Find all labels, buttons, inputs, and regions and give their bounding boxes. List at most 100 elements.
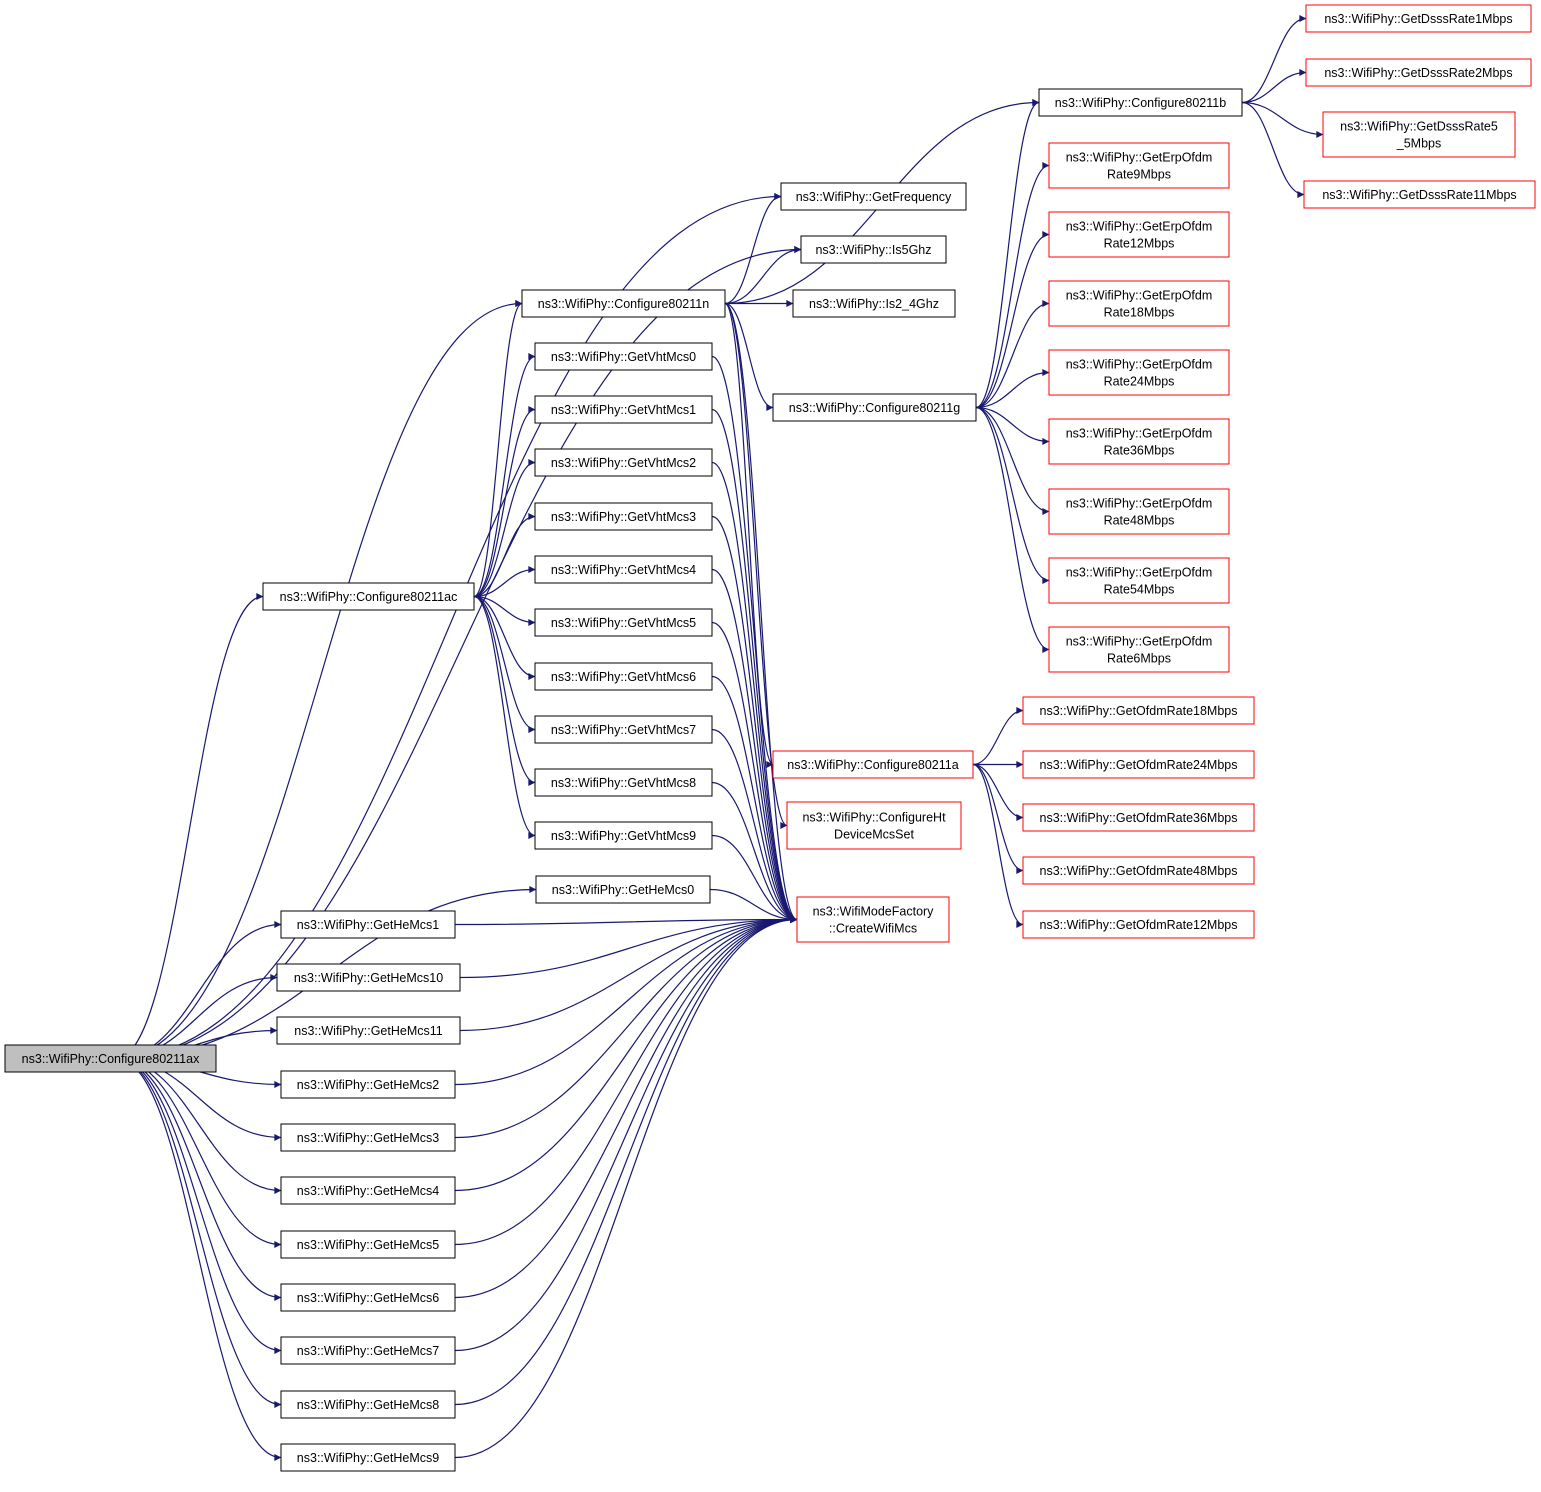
node-c11ac[interactable]: ns3::WifiPhy::Configure80211ac <box>262 582 475 611</box>
node-box <box>534 502 713 531</box>
node-c11g[interactable]: ns3::WifiPhy::Configure80211g <box>772 393 977 422</box>
node-label: ns3::WifiPhy::GetVhtMcs9 <box>551 829 696 843</box>
node-c11a[interactable]: ns3::WifiPhy::Configure80211a <box>772 750 974 779</box>
node-ofdm48[interactable]: ns3::WifiPhy::GetOfdmRate48Mbps <box>1022 856 1255 885</box>
node-label: ns3::WifiPhy::GetErpOfdm <box>1066 358 1213 372</box>
edge-c11g-to-erp48 <box>975 406 1050 515</box>
node-is24[interactable]: ns3::WifiPhy::Is2_4Ghz <box>792 289 956 318</box>
edge-he1-to-cwm <box>454 916 798 926</box>
node-label: ns3::WifiPhy::GetOfdmRate12Mbps <box>1040 918 1238 932</box>
node-label: ns3::WifiPhy::GetErpOfdm <box>1066 220 1213 234</box>
node-dsss1[interactable]: ns3::WifiPhy::GetDsssRate1Mbps <box>1305 4 1532 33</box>
node-he5[interactable]: ns3::WifiPhy::GetHeMcs5 <box>280 1230 456 1259</box>
node-he9[interactable]: ns3::WifiPhy::GetHeMcs9 <box>280 1443 456 1472</box>
node-box <box>280 1123 456 1152</box>
edge-c11a-to-ofdm12 <box>972 763 1024 928</box>
node-label: ns3::WifiPhy::GetHeMcs0 <box>552 883 694 897</box>
edge-he7-to-cwm <box>454 916 798 1352</box>
node-dsss55[interactable]: ns3::WifiPhy::GetDsssRate5_5Mbps <box>1322 111 1516 158</box>
node-box <box>1022 910 1255 939</box>
node-box <box>280 1230 456 1259</box>
edge-c11b-to-dsss55 <box>1241 101 1324 138</box>
node-dsss11[interactable]: ns3::WifiPhy::GetDsssRate11Mbps <box>1303 180 1536 209</box>
node-c11n[interactable]: ns3::WifiPhy::Configure80211n <box>521 289 726 318</box>
node-he2[interactable]: ns3::WifiPhy::GetHeMcs2 <box>280 1070 456 1099</box>
node-he8[interactable]: ns3::WifiPhy::GetHeMcs8 <box>280 1390 456 1419</box>
node-vht3[interactable]: ns3::WifiPhy::GetVhtMcs3 <box>534 502 713 531</box>
node-vht9[interactable]: ns3::WifiPhy::GetVhtMcs9 <box>534 821 713 850</box>
node-label: ::CreateWifiMcs <box>829 922 917 936</box>
node-he1[interactable]: ns3::WifiPhy::GetHeMcs1 <box>280 910 456 939</box>
node-vht1[interactable]: ns3::WifiPhy::GetVhtMcs1 <box>534 395 713 424</box>
node-he11[interactable]: ns3::WifiPhy::GetHeMcs11 <box>276 1016 461 1045</box>
node-label: ns3::WifiPhy::Configure80211g <box>789 401 960 415</box>
node-vht2[interactable]: ns3::WifiPhy::GetVhtMcs2 <box>534 448 713 477</box>
edge-c11n-to-c11g <box>724 302 774 411</box>
node-vht0[interactable]: ns3::WifiPhy::GetVhtMcs0 <box>534 342 713 371</box>
node-label: ns3::WifiPhy::GetVhtMcs8 <box>551 776 696 790</box>
node-label: ns3::WifiPhy::GetDsssRate2Mbps <box>1324 66 1512 80</box>
node-he10[interactable]: ns3::WifiPhy::GetHeMcs10 <box>276 963 461 992</box>
node-cwm[interactable]: ns3::WifiModeFactory::CreateWifiMcs <box>796 896 950 943</box>
node-label: ns3::WifiPhy::Configure80211ax <box>22 1052 200 1066</box>
edge-he9-to-cwm <box>454 916 798 1459</box>
node-he4[interactable]: ns3::WifiPhy::GetHeMcs4 <box>280 1176 456 1205</box>
edge-root-to-he1 <box>116 921 282 1060</box>
node-box <box>535 875 711 904</box>
node-label: ns3::WifiPhy::GetDsssRate11Mbps <box>1322 188 1516 202</box>
edge-c11ac-to-vht5 <box>473 595 536 626</box>
node-label: ns3::WifiPhy::GetErpOfdm <box>1066 566 1213 580</box>
node-label: ns3::WifiPhy::GetVhtMcs2 <box>551 456 696 470</box>
node-box <box>4 1044 217 1073</box>
node-label: ns3::WifiPhy::Is5Ghz <box>815 243 931 257</box>
node-label: ns3::WifiPhy::GetVhtMcs1 <box>551 403 696 417</box>
node-label: ns3::WifiPhy::GetHeMcs6 <box>297 1291 439 1305</box>
edge-c11ac-to-vht1 <box>473 406 536 598</box>
node-he6[interactable]: ns3::WifiPhy::GetHeMcs6 <box>280 1283 456 1312</box>
node-he0[interactable]: ns3::WifiPhy::GetHeMcs0 <box>535 875 711 904</box>
node-ofdm12[interactable]: ns3::WifiPhy::GetOfdmRate12Mbps <box>1022 910 1255 939</box>
edge-c11ac-to-vht4 <box>473 566 536 598</box>
node-ofdm18[interactable]: ns3::WifiPhy::GetOfdmRate18Mbps <box>1022 696 1255 725</box>
node-vht4[interactable]: ns3::WifiPhy::GetVhtMcs4 <box>534 555 713 584</box>
node-box <box>534 821 713 850</box>
node-c11b[interactable]: ns3::WifiPhy::Configure80211b <box>1038 88 1243 117</box>
node-label: ns3::WifiPhy::GetHeMcs9 <box>297 1451 439 1465</box>
node-label: ns3::WifiPhy::GetHeMcs7 <box>297 1344 439 1358</box>
node-label: ns3::WifiPhy::GetVhtMcs5 <box>551 616 696 630</box>
node-ofdm36[interactable]: ns3::WifiPhy::GetOfdmRate36Mbps <box>1022 803 1255 832</box>
node-label: ns3::WifiModeFactory <box>813 905 935 919</box>
node-is5[interactable]: ns3::WifiPhy::Is5Ghz <box>800 235 947 264</box>
edge-c11b-to-dsss1 <box>1241 15 1307 104</box>
edge-c11ac-to-vht3 <box>473 513 536 598</box>
node-box <box>792 289 956 318</box>
node-he3[interactable]: ns3::WifiPhy::GetHeMcs3 <box>280 1123 456 1152</box>
node-vht5[interactable]: ns3::WifiPhy::GetVhtMcs5 <box>534 608 713 637</box>
node-label: ns3::WifiPhy::GetVhtMcs4 <box>551 563 696 577</box>
edge-c11g-to-erp54 <box>975 406 1050 584</box>
node-label: ns3::WifiPhy::Configure80211n <box>538 297 709 311</box>
edge-c11g-to-erp12 <box>975 231 1050 409</box>
node-vht7[interactable]: ns3::WifiPhy::GetVhtMcs7 <box>534 715 713 744</box>
edge-c11b-to-dsss11 <box>1241 101 1305 198</box>
node-ofdm24[interactable]: ns3::WifiPhy::GetOfdmRate24Mbps <box>1022 750 1255 779</box>
node-label: ns3::WifiPhy::GetHeMcs2 <box>297 1078 439 1092</box>
node-dsss2[interactable]: ns3::WifiPhy::GetDsssRate2Mbps <box>1305 58 1532 87</box>
node-getfreq[interactable]: ns3::WifiPhy::GetFrequency <box>780 182 967 211</box>
node-vht6[interactable]: ns3::WifiPhy::GetVhtMcs6 <box>534 662 713 691</box>
node-label: Rate12Mbps <box>1104 237 1175 251</box>
node-label: ns3::WifiPhy::GetVhtMcs6 <box>551 670 696 684</box>
node-vht8[interactable]: ns3::WifiPhy::GetVhtMcs8 <box>534 768 713 797</box>
node-label: ns3::WifiPhy::ConfigureHt <box>802 811 946 825</box>
node-box <box>280 1070 456 1099</box>
node-he7[interactable]: ns3::WifiPhy::GetHeMcs7 <box>280 1336 456 1365</box>
